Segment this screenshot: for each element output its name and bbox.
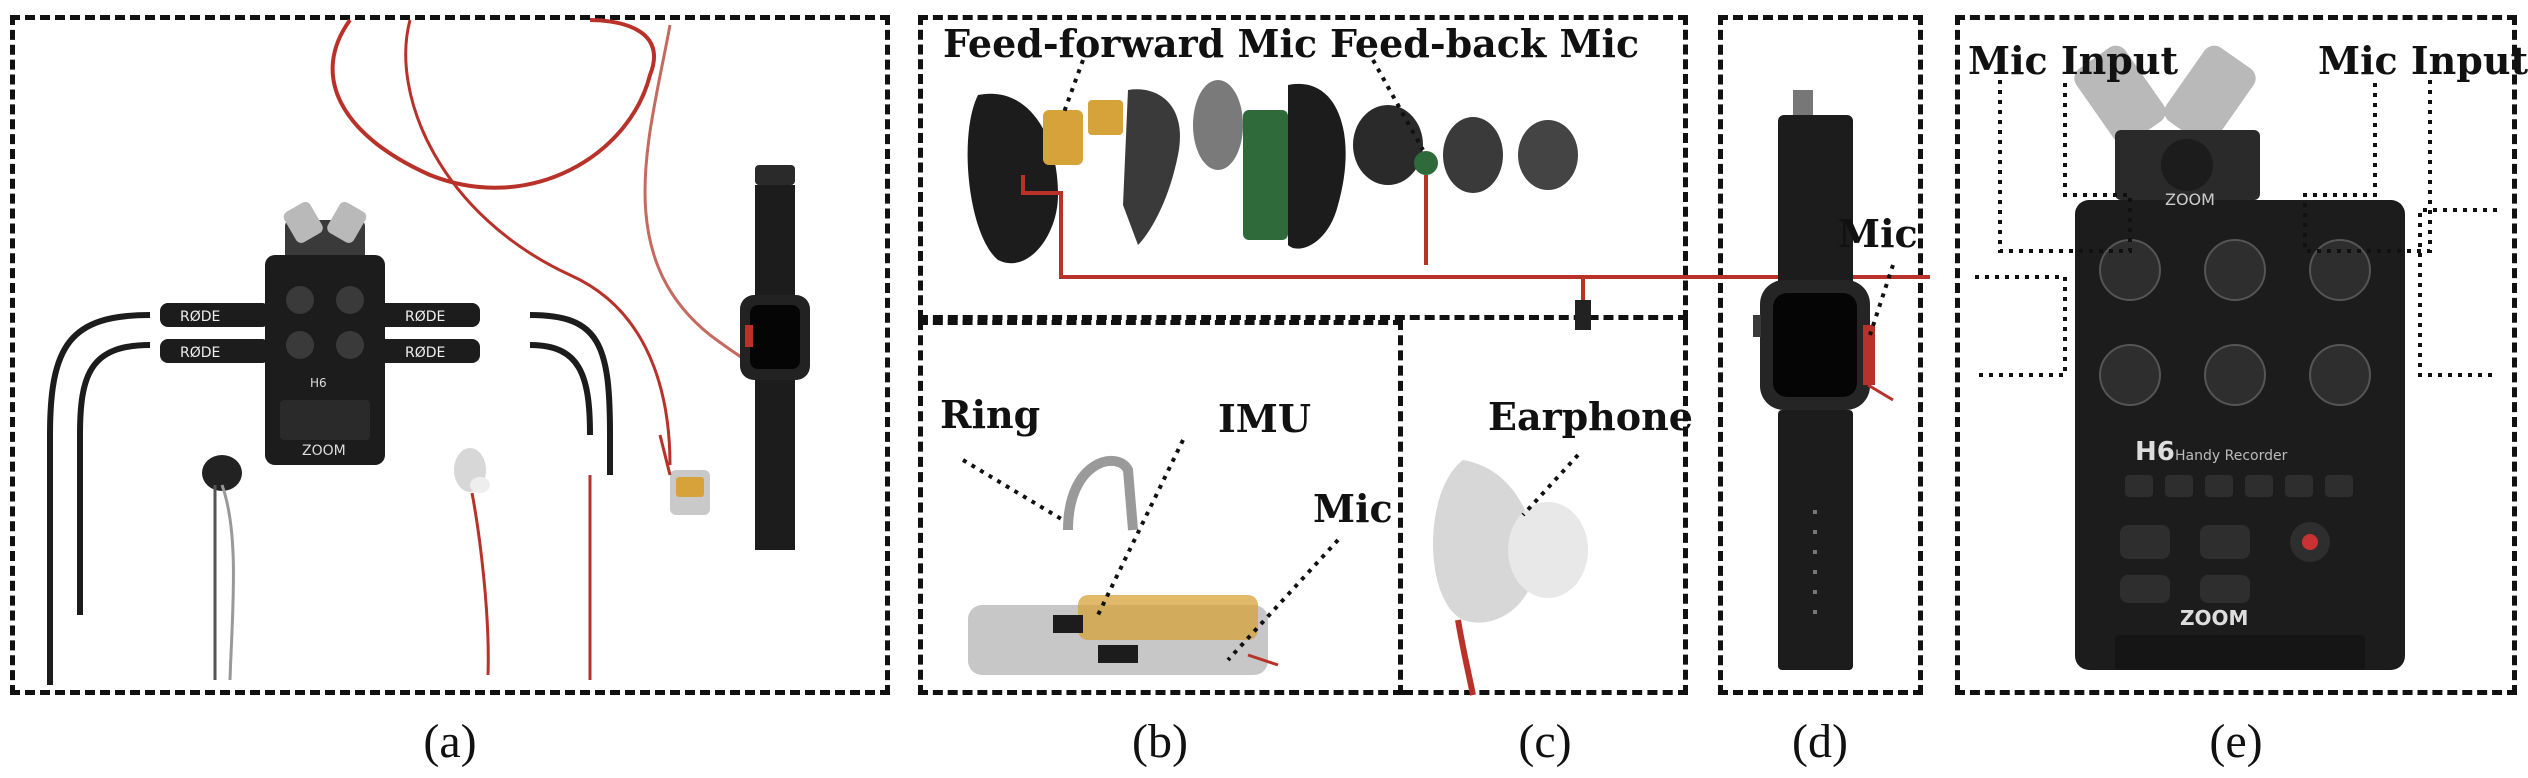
earphone-body: [1433, 460, 1536, 623]
earbud-black: [202, 455, 242, 681]
recorder-bottom-brand: ZOOM: [2180, 606, 2248, 630]
b-outer-shell: [967, 93, 1058, 264]
knob-2: [2204, 239, 2266, 301]
panel-c: [1403, 320, 1688, 695]
cable-right-inner: [529, 342, 593, 436]
knob-3: [2099, 344, 2161, 406]
b-fb-mic: [1414, 151, 1438, 175]
b-ff-callout: [1061, 59, 1085, 116]
callout-earphone: [1521, 453, 1580, 517]
e-input-box-left: [1998, 80, 2132, 253]
label-imu: IMU: [1218, 396, 1311, 441]
knob-6: [2309, 344, 2371, 406]
panel-b-bottom: [918, 320, 1403, 695]
ring-battery: [1078, 595, 1258, 640]
wire-top-left: [330, 18, 656, 190]
earphone-tip: [1508, 502, 1588, 598]
wire-top-right: [404, 19, 672, 466]
b-nozzle-1: [1353, 105, 1423, 185]
cable-left-inner: [77, 342, 151, 615]
recorder-small-model: H6: [310, 376, 327, 390]
panel-e-recorder: ZOOM H6 Handy Recorder ZOOM: [1975, 45, 2497, 670]
adapter-group: RØDE RØDE RØDE RØDE: [160, 303, 480, 363]
recorder-small-brand: ZOOM: [302, 443, 346, 459]
adapter-brand-4: RØDE: [405, 345, 445, 361]
callout-ring: [961, 458, 1065, 522]
recorder-subtitle: Handy Recorder: [2175, 448, 2288, 464]
e-input-box-right: [2303, 80, 2432, 253]
recorder-small: H6 ZOOM: [265, 201, 385, 465]
label-earphone: Earphone: [1488, 394, 1693, 439]
caption-a: (a): [423, 715, 477, 768]
e-input-box-mid-right: [2418, 208, 2497, 377]
b-eartip: [1518, 120, 1578, 190]
earbud-grey: [454, 448, 490, 676]
caption-d: (d): [1792, 715, 1848, 768]
b-pcb: [1243, 110, 1288, 240]
b-frame: [1123, 89, 1180, 245]
watch-screen: [1773, 293, 1857, 397]
label-mic-input-left: Mic Input: [1968, 38, 2179, 83]
x-y-mic-capsule: [2074, 45, 2260, 200]
panel-a: [10, 15, 890, 695]
b-inner-shell: [1288, 83, 1346, 249]
callout-imu: [1096, 439, 1185, 616]
panel-d-watch: [1753, 90, 1895, 670]
b-ff-mic-board: [1043, 110, 1083, 165]
b-audio-jack: [1575, 300, 1591, 330]
recorder-top-brand: ZOOM: [2165, 190, 2215, 209]
watch-buckle: [1793, 90, 1813, 120]
label-feed-back-mic: Feed-back Mic: [1330, 21, 1640, 66]
watch-strap-bottom: [1778, 410, 1853, 670]
b-speaker: [1193, 80, 1243, 170]
watch-crown: [1753, 315, 1761, 337]
b-wire-jack: [1563, 275, 1585, 300]
panel-c-earphone: [1433, 453, 1588, 696]
knob-4: [2204, 344, 2266, 406]
adapter-brand-1: RØDE: [180, 309, 220, 325]
callout-watch-mic: [1868, 264, 1895, 336]
caption-b: (b): [1132, 715, 1188, 768]
panel-b-exploded-earphone: [967, 59, 1930, 330]
b-flex-1: [1088, 100, 1123, 135]
recorder-model: H6: [2135, 437, 2175, 467]
panel-e: [1955, 15, 2517, 695]
b-nozzle-2: [1443, 117, 1503, 193]
earphone-cable: [1455, 619, 1476, 696]
label-watch-mic: Mic: [1838, 211, 1918, 256]
adapter-brand-2: RØDE: [180, 345, 220, 361]
e-input-box-mid: [1975, 275, 2067, 377]
cable-left-outer: [47, 312, 151, 685]
b-fb-callout: [1371, 59, 1425, 151]
label-ring-mic: Mic: [1313, 486, 1393, 531]
label-feed-forward-mic: Feed-forward Mic: [943, 21, 1318, 66]
ring-imu-chip: [1053, 615, 1083, 633]
callout-mic: [1226, 538, 1340, 662]
panel-b-ring-device: [961, 439, 1340, 675]
caption-c: (c): [1518, 715, 1572, 768]
watch-strap-top: [1778, 115, 1853, 295]
ring-mic-chip: [1098, 645, 1138, 663]
knob-5: [2309, 239, 2371, 301]
panel-d: [1718, 15, 1923, 695]
ring-device: [658, 434, 710, 515]
label-mic-input-right: Mic Input: [2318, 38, 2528, 83]
b-wire-ff: [1021, 175, 1930, 279]
watch-small: [740, 165, 810, 550]
adapter-brand-3: RØDE: [405, 309, 445, 325]
panel-a-photo: RØDE RØDE RØDE RØDE H6 ZOOM: [47, 18, 810, 685]
watch-mic-red: [1863, 325, 1875, 385]
cable-right-outer: [529, 312, 613, 475]
ring-band: [1063, 456, 1138, 531]
panel-b-top: [918, 15, 1688, 320]
label-ring: Ring: [940, 392, 1041, 437]
caption-e: (e): [2209, 715, 2263, 768]
